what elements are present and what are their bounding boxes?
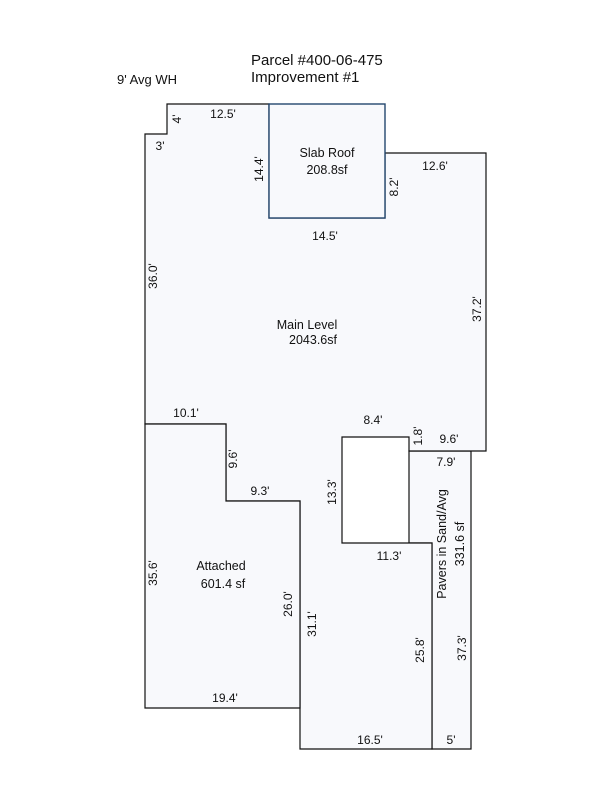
dim-label: 9.6' <box>226 450 240 469</box>
dim-label: 3' <box>156 139 165 153</box>
dim-label: 31.1' <box>305 611 319 637</box>
main-level-area-value: 2043.6sf <box>289 333 337 347</box>
pavers-area-value: 331.6 sf <box>453 521 467 566</box>
dim-label: 35.6' <box>146 560 160 586</box>
main-level-label: Main Level <box>277 318 337 332</box>
dim-label: 14.5' <box>312 229 338 243</box>
dim-label: 8.4' <box>364 413 383 427</box>
dim-label: 13.3' <box>325 479 339 505</box>
dim-label: 4' <box>170 115 184 124</box>
dim-label: 16.5' <box>357 733 383 747</box>
dim-label: 36.0' <box>146 263 160 289</box>
dim-label: 37.3' <box>455 635 469 661</box>
slab-roof-label: Slab Roof <box>300 146 355 160</box>
improvement-title: Improvement #1 <box>251 69 360 86</box>
dim-label: 37.2' <box>470 296 484 322</box>
dim-label: 25.8' <box>413 637 427 663</box>
dim-label: 11.3' <box>377 549 402 563</box>
slab-roof-area-value: 208.8sf <box>306 163 348 177</box>
pavers-label: Pavers in Sand/Avg <box>435 489 449 599</box>
dim-label: 26.0' <box>281 591 295 617</box>
dim-label: 1.8' <box>411 427 425 446</box>
dim-label: 12.6' <box>422 159 448 173</box>
wall-height-note: 9' Avg WH <box>117 72 178 87</box>
attached-area[interactable] <box>144 423 301 709</box>
dim-label: 9.3' <box>251 484 270 498</box>
dim-label: 9.6' <box>440 432 459 446</box>
dim-label: 10.1' <box>173 406 199 420</box>
dim-label: 8.2' <box>387 178 401 197</box>
dim-label: 5' <box>447 733 456 747</box>
dim-label: 12.5' <box>210 107 236 121</box>
dim-label: 7.9' <box>437 455 456 469</box>
parcel-number: Parcel #400-06-475 <box>251 52 383 69</box>
dim-label: 19.4' <box>212 691 238 705</box>
attached-area-value: 601.4 sf <box>201 577 246 591</box>
dim-label: 14.4' <box>252 156 266 182</box>
slab-roof-area[interactable] <box>268 103 386 219</box>
attached-label: Attached <box>196 559 245 573</box>
